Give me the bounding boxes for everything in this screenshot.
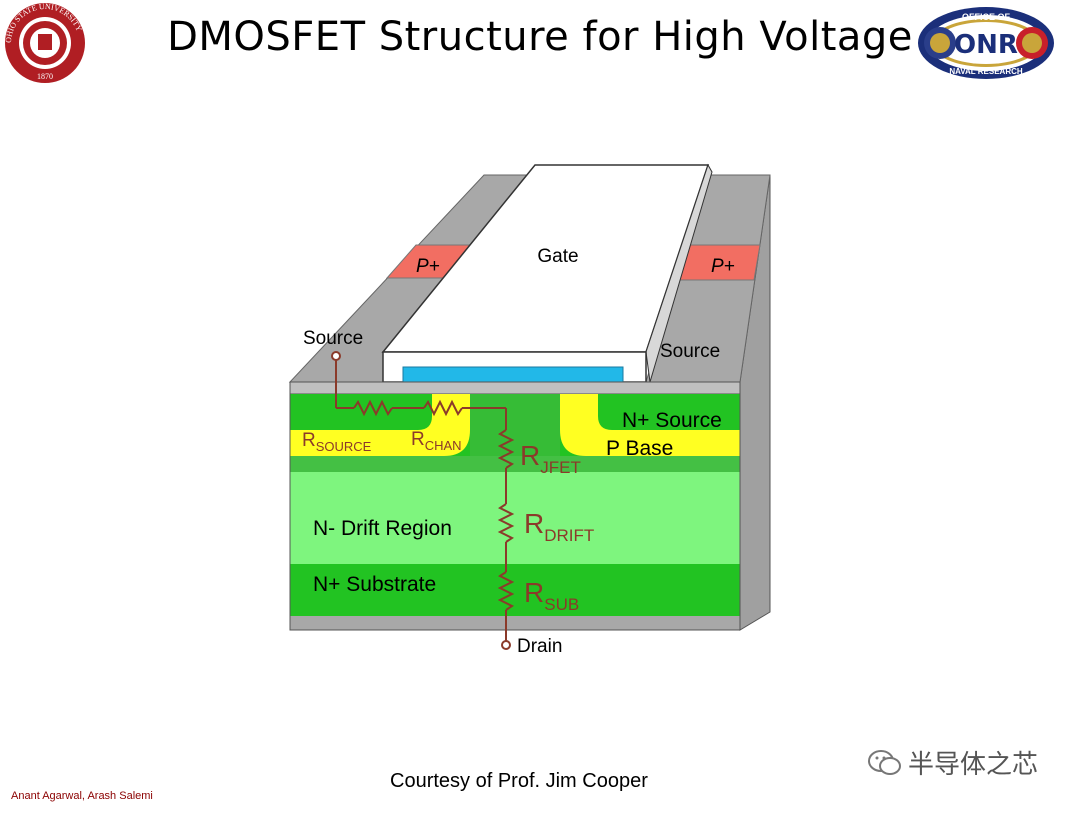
source-terminal: [331, 351, 341, 361]
n-plus-substrate: [290, 564, 740, 616]
gate-side-face: [645, 163, 713, 383]
r-source-resistor: [353, 399, 393, 417]
authors-text: Anant Agarwal, Arash Salemi: [11, 790, 153, 802]
p-plus-right-label: P+: [711, 256, 735, 277]
ohio-state-seal-logo: OHIO STATE UNIVERSITY 1870: [2, 2, 88, 89]
onr-main-text: ONR: [954, 30, 1018, 60]
r-drift-resistor: [497, 503, 515, 543]
drain-label: Drain: [517, 636, 562, 657]
drift-top-band: [290, 456, 740, 472]
p-base-label: P Base: [606, 437, 673, 460]
r-chan-label: RCHAN: [411, 429, 462, 453]
r-drift-label: RDRIFT: [524, 508, 594, 545]
drain-contact: [290, 616, 740, 630]
n-plus-source-right: [598, 394, 740, 430]
courtesy-text: Courtesy of Prof. Jim Cooper: [390, 770, 648, 792]
jfet-center: [470, 394, 560, 456]
wechat-icon: [868, 749, 902, 777]
watermark: 半导体之芯: [868, 744, 1038, 781]
watermark-text: 半导体之芯: [908, 750, 1039, 780]
r-jfet-resistor: [497, 429, 515, 469]
seal-year: 1870: [37, 72, 53, 81]
n-drift-region: [290, 472, 740, 564]
onr-bottom-text: NAVAL RESEARCH: [949, 67, 1023, 76]
gate-label: Gate: [537, 246, 578, 267]
r-source-label: RSOURCE: [302, 430, 372, 454]
r-chan-resistor: [423, 399, 463, 417]
drain-terminal: [501, 640, 511, 650]
slide-title: DMOSFET Structure for High Voltage: [167, 14, 913, 60]
n-drift-label: N- Drift Region: [313, 517, 452, 540]
n-plus-substrate-label: N+ Substrate: [313, 573, 436, 596]
gate-oxide: [402, 366, 624, 383]
p-plus-left-label: P+: [416, 256, 440, 277]
n-plus-source-label: N+ Source: [622, 409, 722, 432]
onr-top-text: OFFICE OF: [962, 12, 1010, 22]
r-jfet-label: RJFET: [520, 440, 581, 477]
r-sub-label: RSUB: [524, 577, 579, 614]
r-sub-resistor: [497, 571, 515, 611]
source-right-label: Source: [660, 341, 720, 362]
resistor-network: [335, 360, 515, 641]
front-top-band: [289, 381, 741, 395]
source-left-label: Source: [303, 328, 363, 349]
onr-logo: OFFICE OF ONR NAVAL RESEARCH: [916, 6, 1056, 85]
n-plus-source-left: [290, 394, 432, 430]
